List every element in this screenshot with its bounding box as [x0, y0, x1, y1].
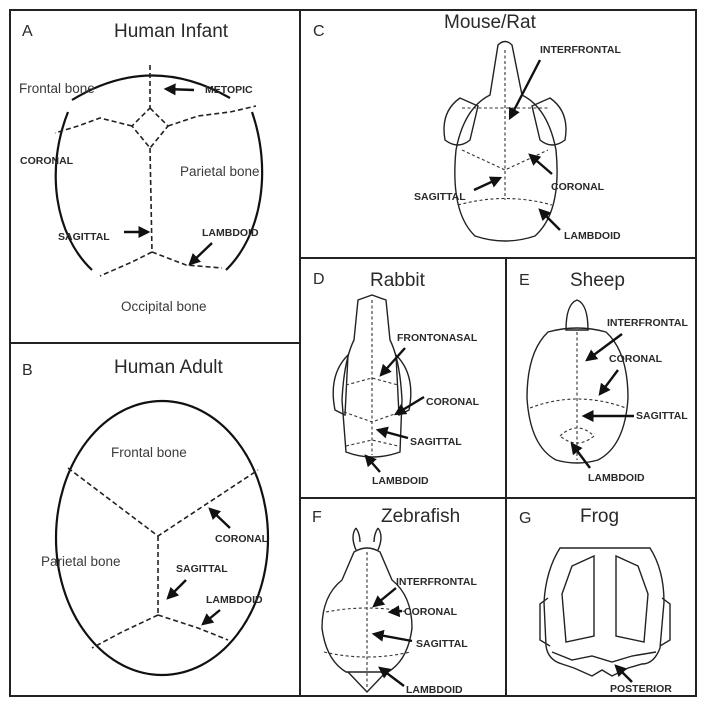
sagittal-label: SAGITTAL: [176, 563, 228, 575]
coronal-arrow: [390, 611, 402, 612]
anterior-fontanelle: [132, 108, 168, 148]
sagittal-label: SAGITTAL: [416, 638, 468, 650]
infant-skull-right-outline: [226, 112, 262, 270]
metopic-arrow: [166, 89, 194, 90]
lambdoid-suture-right: [152, 252, 222, 268]
zebrafish-right-horn: [374, 528, 381, 550]
lambdoid-arrow: [366, 456, 380, 472]
panel-f-letter: F: [312, 509, 322, 526]
interfrontal-arrow: [374, 588, 396, 606]
coronal-arrow: [210, 509, 230, 528]
panel-b-title: Human Adult: [114, 357, 224, 378]
interfrontal-label: INTERFRONTAL: [540, 44, 621, 56]
zebrafish-skull-drawing: [322, 528, 412, 692]
panel-b-letter: B: [22, 362, 33, 379]
frog-right-orbit: [616, 556, 648, 642]
lambdoid-suture-left: [92, 615, 158, 648]
panel-f-title: Zebrafish: [381, 506, 460, 527]
lambdoid-suture-left: [100, 252, 152, 276]
coronal-label: CORONAL: [215, 533, 269, 545]
lambdoid-arrow: [190, 243, 212, 264]
sagittal-label: SAGITTAL: [636, 410, 688, 422]
panel-e-letter: E: [519, 272, 530, 289]
panel-g-letter: G: [519, 510, 531, 527]
infant-skull-left-outline: [56, 112, 92, 270]
panel-f: F Zebrafish INTERFRONTAL CORONAL SAGITTA…: [300, 498, 506, 696]
coronal-label: CORONAL: [426, 396, 480, 408]
panel-d-letter: D: [313, 271, 325, 288]
coronal-label: CORONAL: [404, 606, 458, 618]
coronal-arrow: [530, 155, 552, 174]
lambdoid-arrow: [572, 444, 590, 468]
coronal-arrow: [600, 370, 618, 394]
occipital-bone-label: Occipital bone: [121, 299, 207, 314]
lambdoid-label: LAMBDOID: [372, 475, 429, 487]
mouse-skull-drawing: [444, 42, 566, 242]
interfrontal-label: INTERFRONTAL: [607, 317, 688, 329]
coronal-label: CORONAL: [551, 181, 605, 193]
interfrontal-arrow: [510, 60, 540, 118]
parietal-bone-label: Parietal bone: [180, 164, 260, 179]
sagittal-suture: [150, 148, 152, 252]
panel-e: E Sheep INTERFRONTAL CORONAL SAGITTAL LA…: [506, 258, 696, 498]
mouse-left-zygoma: [444, 98, 478, 145]
panel-b: B Human Adult Frontal bone Parietal bone…: [10, 343, 300, 696]
frog-skull-drawing: [540, 548, 670, 676]
lambdoid-arrow: [203, 610, 220, 624]
panel-e-title: Sheep: [570, 270, 625, 291]
posterior-arrow: [616, 666, 632, 682]
sagittal-label: SAGITTAL: [410, 436, 462, 448]
coronal-label: CORONAL: [609, 353, 663, 365]
panel-c-letter: C: [313, 23, 325, 40]
panel-a-letter: A: [22, 23, 33, 40]
sagittal-arrow: [374, 634, 412, 641]
sagittal-arrow: [474, 178, 500, 190]
frontal-bone-label: Frontal bone: [111, 445, 187, 460]
sagittal-arrow: [378, 430, 408, 438]
parietal-bone-label: Parietal bone: [41, 554, 121, 569]
panel-d-border: [300, 258, 506, 498]
coronal-suture: [68, 468, 258, 536]
panel-d: D Rabbit FRONTONASAL CORONAL SAGITTAL LA…: [300, 258, 506, 498]
frontonasal-label: FRONTONASAL: [397, 332, 478, 344]
lambdoid-label: LAMBDOID: [564, 230, 621, 242]
sheep-coronal-suture: [530, 399, 626, 408]
panel-d-title: Rabbit: [370, 270, 426, 291]
interfrontal-label: INTERFRONTAL: [396, 576, 477, 588]
sheep-snout-outline: [566, 300, 588, 330]
panel-g-border: [506, 498, 696, 696]
panel-c-title: Mouse/Rat: [444, 12, 537, 33]
coronal-label: CORONAL: [20, 155, 74, 167]
metopic-label: METOPIC: [205, 84, 253, 96]
panel-b-border: [10, 343, 300, 696]
panel-a-title: Human Infant: [114, 21, 229, 42]
mouse-right-zygoma: [532, 98, 566, 145]
panel-g: G Frog POSTERIOR: [506, 498, 696, 696]
posterior-label: POSTERIOR: [610, 683, 672, 695]
lambdoid-label: LAMBDOID: [206, 594, 263, 606]
coronal-suture-right: [168, 106, 256, 126]
coronal-suture-left: [55, 118, 132, 133]
sagittal-arrow: [168, 580, 186, 598]
panel-g-title: Frog: [580, 506, 619, 527]
lambdoid-label: LAMBDOID: [588, 472, 645, 484]
zebrafish-left-horn: [353, 528, 360, 550]
sheep-lambdoid-suture: [560, 428, 594, 443]
lambdoid-arrow: [380, 668, 404, 686]
rabbit-skull-drawing: [333, 295, 411, 457]
sagittal-label: SAGITTAL: [58, 231, 110, 243]
sagittal-label: SAGITTAL: [414, 191, 466, 203]
frog-left-orbit: [562, 556, 594, 642]
frog-posterior-edge: [552, 652, 656, 662]
panel-c: C Mouse/Rat INTERFRONTAL SAGITTAL CORONA…: [300, 10, 696, 258]
panel-e-border: [506, 258, 696, 498]
lambdoid-suture-right: [158, 615, 228, 640]
panel-f-border: [300, 498, 506, 696]
lambdoid-label: LAMBDOID: [406, 684, 463, 696]
panel-a: A Human Infant Frontal bone Parietal bon…: [10, 10, 300, 343]
lambdoid-label: LAMBDOID: [202, 227, 259, 239]
frontal-bone-label: Frontal bone: [19, 81, 95, 96]
